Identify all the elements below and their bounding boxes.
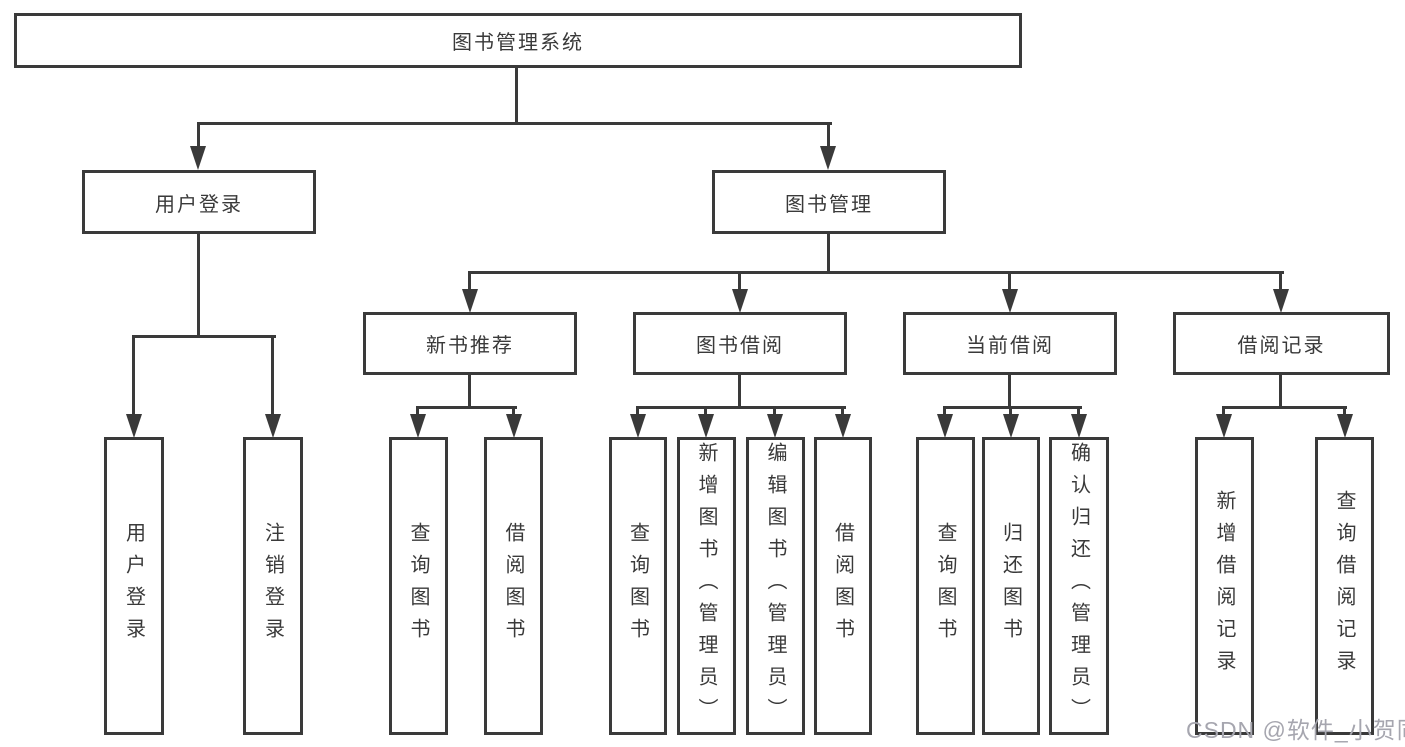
node-label: 编辑图书（管理员） xyxy=(764,442,786,730)
connector-to-leaf xyxy=(1343,406,1346,416)
connector-to-leaf xyxy=(704,406,707,416)
connector-to-current-borrowing xyxy=(1008,271,1011,292)
arrowhead-leaf xyxy=(630,414,646,438)
arrowhead-leaf xyxy=(1216,414,1232,438)
csdn-watermark: CSDN @软件_小贺同学 xyxy=(1186,717,1405,743)
connector-book-management-rail xyxy=(468,271,1284,274)
connector-to-book-management xyxy=(827,122,830,148)
connector-to-leaf xyxy=(773,406,776,416)
connector-to-leaf-user-login xyxy=(132,335,135,415)
node-label: 图书借阅 xyxy=(696,335,784,357)
node-label: 查询图书 xyxy=(934,522,956,650)
node-book-management-system: 图书管理系统 xyxy=(14,13,1022,68)
arrowhead-leaf-user-login xyxy=(126,414,142,438)
connector-to-leaf xyxy=(1222,406,1225,416)
connector-to-leaf xyxy=(943,406,946,416)
leaf-user-login: 用户登录 xyxy=(104,437,164,735)
node-label: 查询图书 xyxy=(407,522,429,650)
leaf-add-books-admin: 新增图书（管理员） xyxy=(677,437,736,735)
arrowhead-leaf xyxy=(506,414,522,438)
connector-records-stem xyxy=(1279,375,1282,408)
connector-to-leaf xyxy=(636,406,639,416)
connector-current-stem xyxy=(1008,375,1011,408)
connector-to-leaf xyxy=(1009,406,1012,416)
connector-borrowing-rail xyxy=(636,406,846,409)
node-label: 注销登录 xyxy=(261,522,284,650)
connector-to-book-borrowing xyxy=(738,271,741,292)
arrowhead-leaf xyxy=(937,414,953,438)
node-label: 用户登录 xyxy=(155,193,243,216)
leaf-query-borrow-record: 查询借阅记录 xyxy=(1315,437,1374,735)
leaf-query-books-borrowing: 查询图书 xyxy=(609,437,667,735)
leaf-query-books-recommend: 查询图书 xyxy=(389,437,448,735)
arrowhead-new-book-recommendation xyxy=(462,289,478,313)
connector-borrowing-stem xyxy=(738,375,741,408)
arrowhead-borrowing-records xyxy=(1273,289,1289,313)
node-label: 图书管理系统 xyxy=(452,32,584,54)
leaf-borrow-books-recommend: 借阅图书 xyxy=(484,437,543,735)
connector-to-leaf xyxy=(1077,406,1080,416)
arrowhead-leaf xyxy=(835,414,851,438)
arrowhead-leaf xyxy=(1003,414,1019,438)
leaf-confirm-return-admin: 确认归还（管理员） xyxy=(1049,437,1109,735)
leaf-logout: 注销登录 xyxy=(243,437,303,735)
connector-to-leaf xyxy=(512,406,515,416)
connector-records-rail xyxy=(1222,406,1347,409)
arrowhead-leaf xyxy=(1071,414,1087,438)
leaf-return-books: 归还图书 xyxy=(982,437,1040,735)
arrowhead-book-management xyxy=(820,146,836,170)
leaf-query-books-current: 查询图书 xyxy=(916,437,975,735)
arrowhead-leaf-logout xyxy=(265,414,281,438)
node-label: 用户登录 xyxy=(122,522,145,650)
node-new-book-recommendation: 新书推荐 xyxy=(363,312,577,375)
arrowhead-leaf xyxy=(1337,414,1353,438)
leaf-add-borrow-record: 新增借阅记录 xyxy=(1195,437,1254,735)
node-label: 图书管理 xyxy=(785,193,873,216)
leaf-borrow-books-borrowing: 借阅图书 xyxy=(814,437,872,735)
arrowhead-leaf xyxy=(410,414,426,438)
connector-to-leaf xyxy=(841,406,844,416)
node-user-login: 用户登录 xyxy=(82,170,316,234)
node-borrowing-records: 借阅记录 xyxy=(1173,312,1390,375)
connector-current-rail xyxy=(943,406,1082,409)
connector-to-borrowing-records xyxy=(1279,271,1282,292)
node-current-borrowing: 当前借阅 xyxy=(903,312,1117,375)
arrowhead-user-login xyxy=(190,146,206,170)
node-label: 新增图书（管理员） xyxy=(695,442,717,730)
arrowhead-leaf xyxy=(767,414,783,438)
arrowhead-book-borrowing xyxy=(732,289,748,313)
node-label: 确认归还（管理员） xyxy=(1067,442,1090,730)
connector-book-management-stem xyxy=(827,234,830,274)
node-label: 当前借阅 xyxy=(966,335,1054,357)
connector-root-stem xyxy=(515,68,518,124)
connector-root-rail xyxy=(197,122,832,125)
leaf-edit-books-admin: 编辑图书（管理员） xyxy=(746,437,805,735)
node-label: 借阅记录 xyxy=(1237,335,1326,357)
connector-recommendation-stem xyxy=(468,375,471,408)
arrowhead-leaf xyxy=(698,414,714,438)
node-label: 归还图书 xyxy=(999,522,1022,650)
node-book-borrowing: 图书借阅 xyxy=(633,312,847,375)
node-label: 新书推荐 xyxy=(426,335,514,357)
node-label: 新增借阅记录 xyxy=(1213,490,1235,682)
node-label: 借阅图书 xyxy=(831,522,854,650)
connector-to-user-login xyxy=(197,122,200,148)
connector-recommendation-rail xyxy=(416,406,517,409)
connector-to-new-book-recommendation xyxy=(468,271,471,292)
node-label: 借阅图书 xyxy=(502,522,524,650)
node-label: 查询借阅记录 xyxy=(1333,490,1355,682)
connector-to-leaf-logout xyxy=(271,335,274,415)
connector-user-login-rail xyxy=(132,335,276,338)
arrowhead-current-borrowing xyxy=(1002,289,1018,313)
node-book-management: 图书管理 xyxy=(712,170,946,234)
connector-user-login-stem xyxy=(197,234,200,338)
connector-to-leaf xyxy=(416,406,419,416)
node-label: 查询图书 xyxy=(626,522,649,650)
